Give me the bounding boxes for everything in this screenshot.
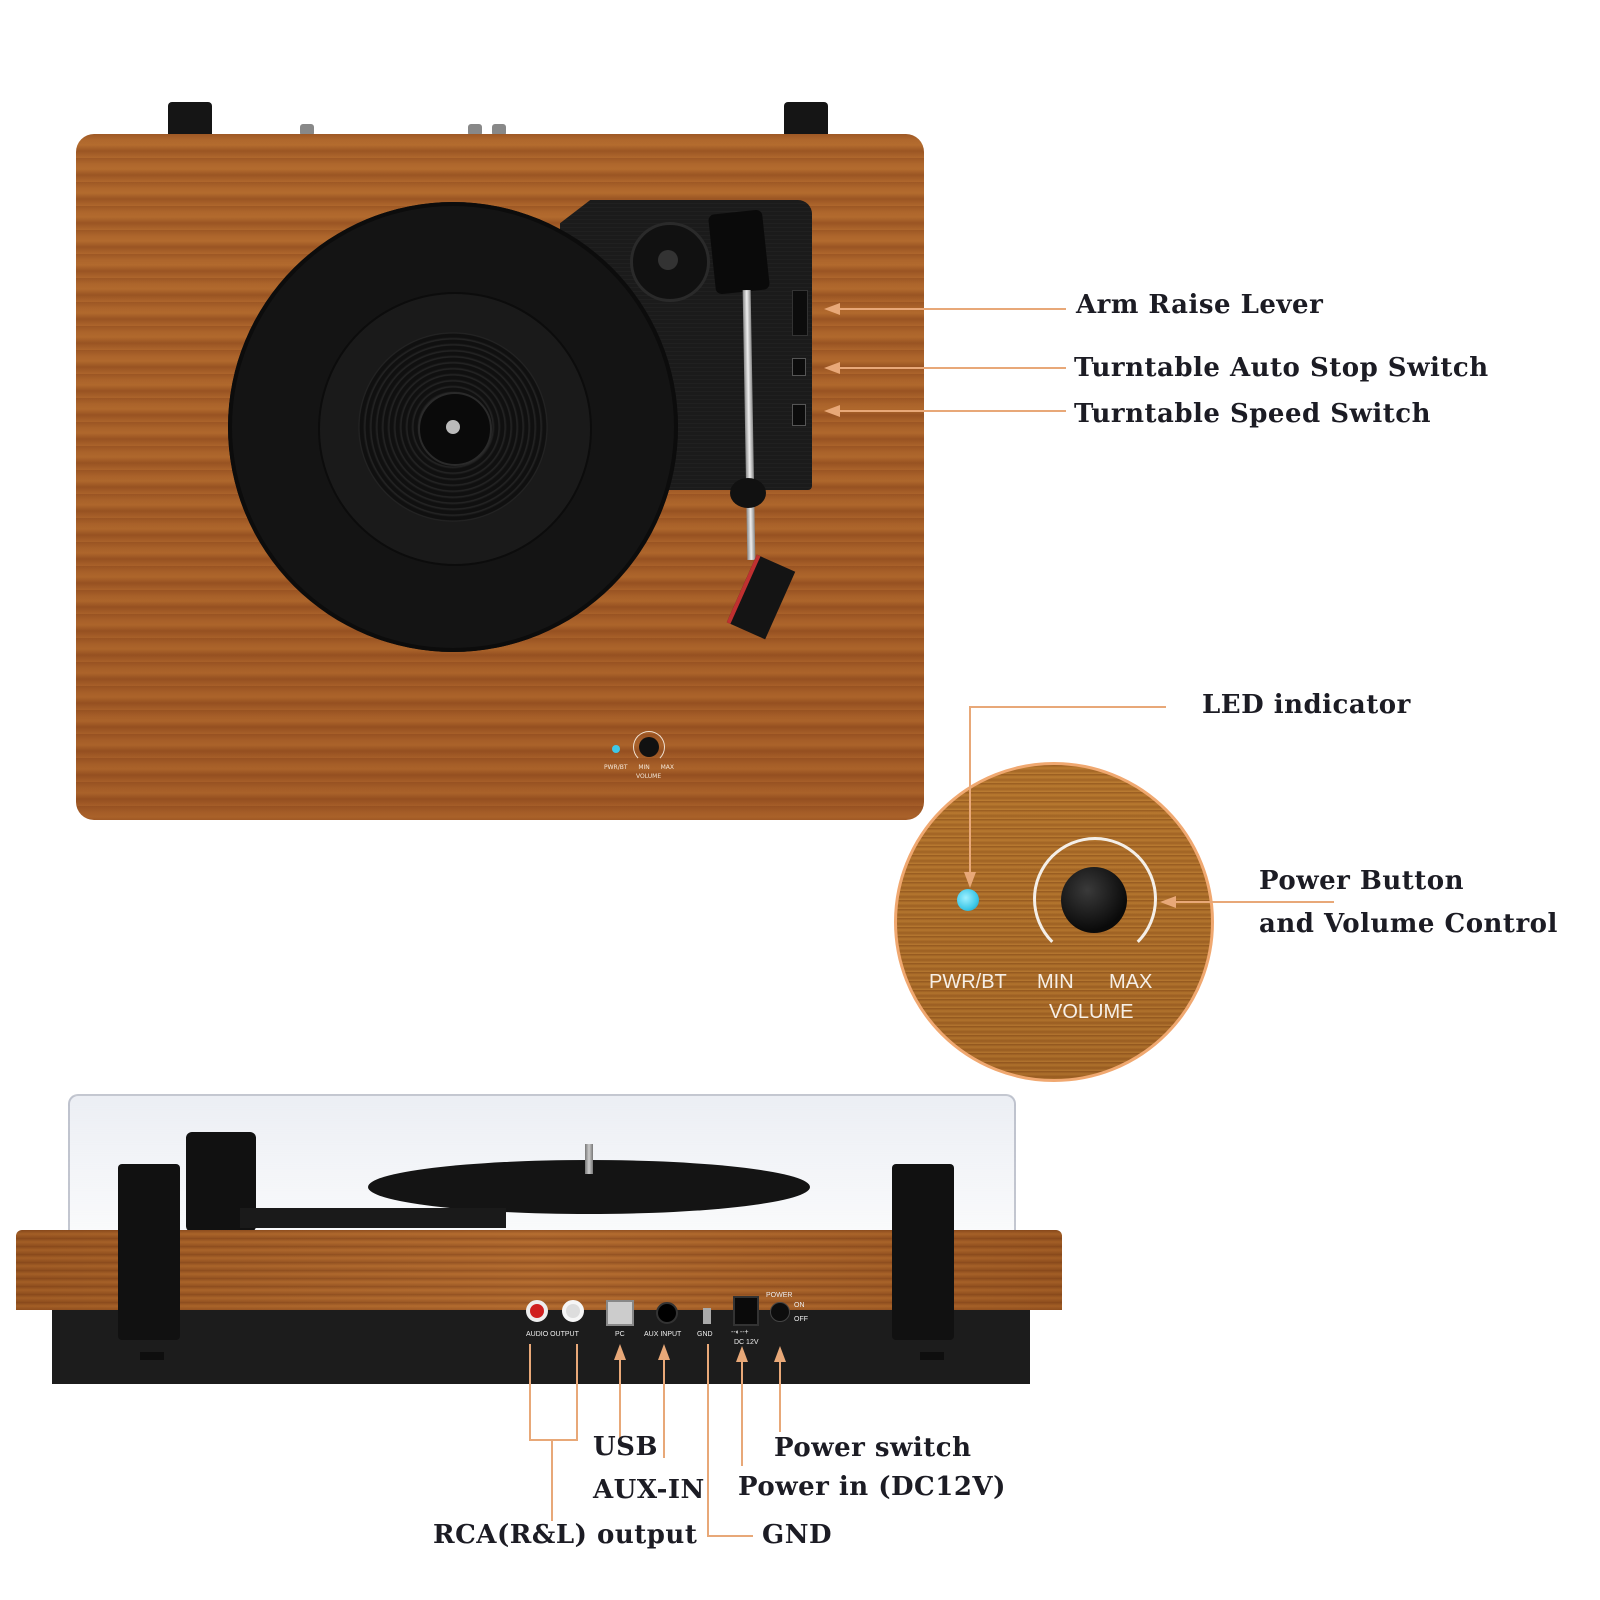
callout-arm-raise-lever: Arm Raise Lever bbox=[1076, 290, 1324, 320]
auto-stop-switch[interactable] bbox=[792, 358, 806, 376]
led-label: PWR/BT bbox=[929, 971, 1007, 993]
off-label: OFF bbox=[794, 1316, 808, 1323]
volume-label: VOLUME bbox=[1049, 1001, 1134, 1023]
rca-right-jack[interactable] bbox=[526, 1300, 548, 1322]
callout-line-auto-stop bbox=[838, 367, 1066, 369]
hinge-right bbox=[784, 102, 828, 136]
power-label: POWER bbox=[766, 1292, 793, 1299]
arrow-led bbox=[964, 872, 976, 888]
led-indicator-small bbox=[612, 745, 620, 753]
arrow-auto-stop bbox=[824, 362, 840, 374]
callout-power-switch: Power switch bbox=[774, 1433, 972, 1463]
callout-line-rca-join bbox=[529, 1439, 578, 1441]
callout-line-usb bbox=[619, 1358, 621, 1442]
rear-panel bbox=[52, 1310, 1030, 1384]
dc-power-jack[interactable] bbox=[733, 1296, 759, 1326]
callout-speed-switch: Turntable Speed Switch bbox=[1074, 399, 1432, 429]
callout-volume-control: and Volume Control bbox=[1259, 909, 1558, 939]
callout-line-led-v bbox=[969, 706, 971, 874]
foot bbox=[140, 1352, 164, 1360]
callout-line-rca-l bbox=[576, 1344, 578, 1440]
speed-switch[interactable] bbox=[792, 404, 806, 426]
power-switch[interactable] bbox=[770, 1302, 790, 1322]
callout-power-button: Power Button bbox=[1259, 866, 1465, 896]
arrow-arm-raise bbox=[824, 303, 840, 315]
gnd-terminal[interactable] bbox=[703, 1308, 711, 1324]
arrow-dc bbox=[736, 1346, 748, 1362]
callout-line-rca-r bbox=[529, 1344, 531, 1440]
callout-line-dc bbox=[741, 1360, 743, 1466]
callout-line-rca-down bbox=[551, 1439, 553, 1521]
spindle-side bbox=[585, 1144, 593, 1174]
audio-output-label: AUDIO OUTPUT bbox=[526, 1331, 579, 1338]
control-panel-detail: PWR/BT MIN MAX VOLUME bbox=[894, 762, 1214, 1082]
arrow-aux bbox=[658, 1344, 670, 1360]
min-label: MIN bbox=[1037, 971, 1074, 993]
hinge-right-side bbox=[892, 1164, 954, 1340]
hinge-left-side bbox=[118, 1164, 180, 1340]
aux-input-jack[interactable] bbox=[656, 1302, 678, 1324]
tonearm-headshell-rest bbox=[707, 209, 771, 295]
dc-symbol: --◐--+ bbox=[731, 1329, 749, 1336]
callout-line-gnd-h bbox=[707, 1535, 753, 1537]
hinge-left bbox=[168, 102, 212, 136]
rca-left-jack[interactable] bbox=[562, 1300, 584, 1322]
min-label-small: MIN bbox=[638, 764, 650, 771]
callout-line-aux bbox=[663, 1358, 665, 1458]
counterweight-hub bbox=[658, 250, 678, 270]
led-indicator bbox=[957, 889, 979, 911]
control-panel-labels: PWR/BT MIN MAX bbox=[604, 764, 674, 771]
max-label-small: MAX bbox=[660, 764, 674, 771]
volume-scale-arc bbox=[1033, 837, 1157, 961]
callout-line-speed bbox=[838, 410, 1066, 412]
callout-auto-stop-switch: Turntable Auto Stop Switch bbox=[1074, 353, 1489, 383]
arm-raise-lever[interactable] bbox=[792, 290, 808, 336]
callout-power-in: Power in (DC12V) bbox=[738, 1472, 1006, 1502]
callout-line-led-h bbox=[970, 706, 1166, 708]
volume-knob-small[interactable] bbox=[639, 737, 659, 757]
tonearm-plate-side bbox=[240, 1208, 506, 1228]
callout-line-power-switch bbox=[779, 1360, 781, 1432]
callout-line-power-volume bbox=[1174, 901, 1334, 903]
callout-led-indicator: LED indicator bbox=[1202, 690, 1411, 720]
callout-line-gnd bbox=[707, 1344, 709, 1536]
turntable-rear-view: AUDIO OUTPUT PC AUX INPUT GND --◐--+ DC … bbox=[0, 1080, 1100, 1384]
pc-label: PC bbox=[615, 1331, 625, 1338]
arrow-power-switch bbox=[774, 1346, 786, 1362]
led-label-small: PWR/BT bbox=[604, 764, 628, 771]
gnd-label: GND bbox=[697, 1331, 713, 1338]
callout-aux-in: AUX-IN bbox=[593, 1475, 705, 1505]
turntable-top-view: PWR/BT MIN MAX VOLUME bbox=[0, 0, 940, 830]
max-label: MAX bbox=[1109, 971, 1153, 993]
spindle bbox=[446, 420, 460, 434]
rear-jack bbox=[468, 124, 482, 136]
arrow-usb bbox=[614, 1344, 626, 1360]
arrow-speed bbox=[824, 405, 840, 417]
callout-gnd: GND bbox=[762, 1520, 833, 1550]
on-label: ON bbox=[794, 1302, 805, 1309]
arrow-power-volume bbox=[1160, 896, 1176, 908]
rear-jack bbox=[300, 124, 314, 136]
callout-rca-output: RCA(R&L) output bbox=[433, 1520, 698, 1550]
dc-label: DC 12V bbox=[734, 1339, 759, 1346]
tonearm-pivot bbox=[730, 478, 766, 508]
plinth-side bbox=[16, 1230, 1062, 1310]
foot bbox=[920, 1352, 944, 1360]
callout-usb: USB bbox=[593, 1432, 658, 1462]
usb-b-port[interactable] bbox=[606, 1300, 634, 1326]
aux-input-label: AUX INPUT bbox=[644, 1331, 682, 1338]
volume-knob[interactable] bbox=[1061, 867, 1127, 933]
callout-line-arm-raise bbox=[838, 308, 1066, 310]
rear-jack bbox=[492, 124, 506, 136]
volume-label-small: VOLUME bbox=[636, 773, 662, 780]
volume-knob-ring-small bbox=[633, 731, 665, 763]
